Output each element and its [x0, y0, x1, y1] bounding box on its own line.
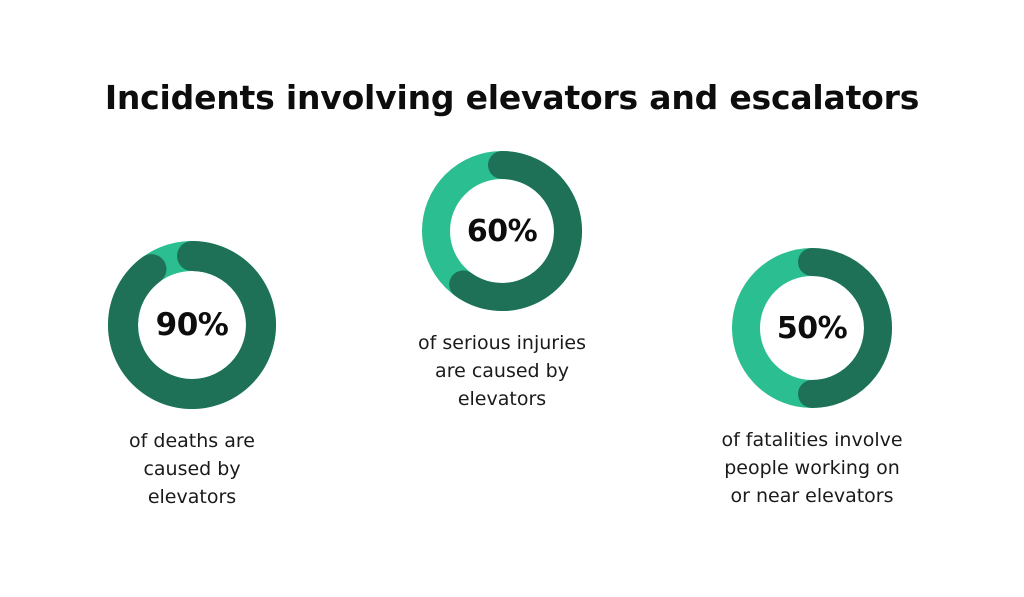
donut-chart-serious-injuries: 60% [422, 151, 582, 311]
donut-value-arc-fatalities-workers [798, 248, 892, 408]
donut-chart-fatalities-workers: 50% [732, 248, 892, 408]
stat-block-serious-injuries: 60% of serious injuries are caused by el… [418, 151, 586, 413]
stat-caption-serious-injuries: of serious injuries are caused by elevat… [418, 332, 586, 410]
donut-svg-deaths [108, 241, 276, 409]
stat-caption-deaths: of deaths are caused by elevators [129, 430, 255, 508]
stat-block-deaths: 90% of deaths are caused by elevators [108, 241, 276, 511]
donut-chart-deaths: 90% [108, 241, 276, 409]
stat-caption-fatalities-workers: of fatalities involve people working on … [721, 429, 903, 507]
donut-svg-serious-injuries [422, 151, 582, 311]
stat-block-fatalities-workers: 50% of fatalities involve people working… [721, 248, 903, 510]
donut-value-arc-deaths [108, 241, 276, 409]
donut-svg-fatalities-workers [732, 248, 892, 408]
donut-value-arc-serious-injuries [449, 151, 582, 311]
page-title: Incidents involving elevators and escala… [104, 78, 920, 117]
